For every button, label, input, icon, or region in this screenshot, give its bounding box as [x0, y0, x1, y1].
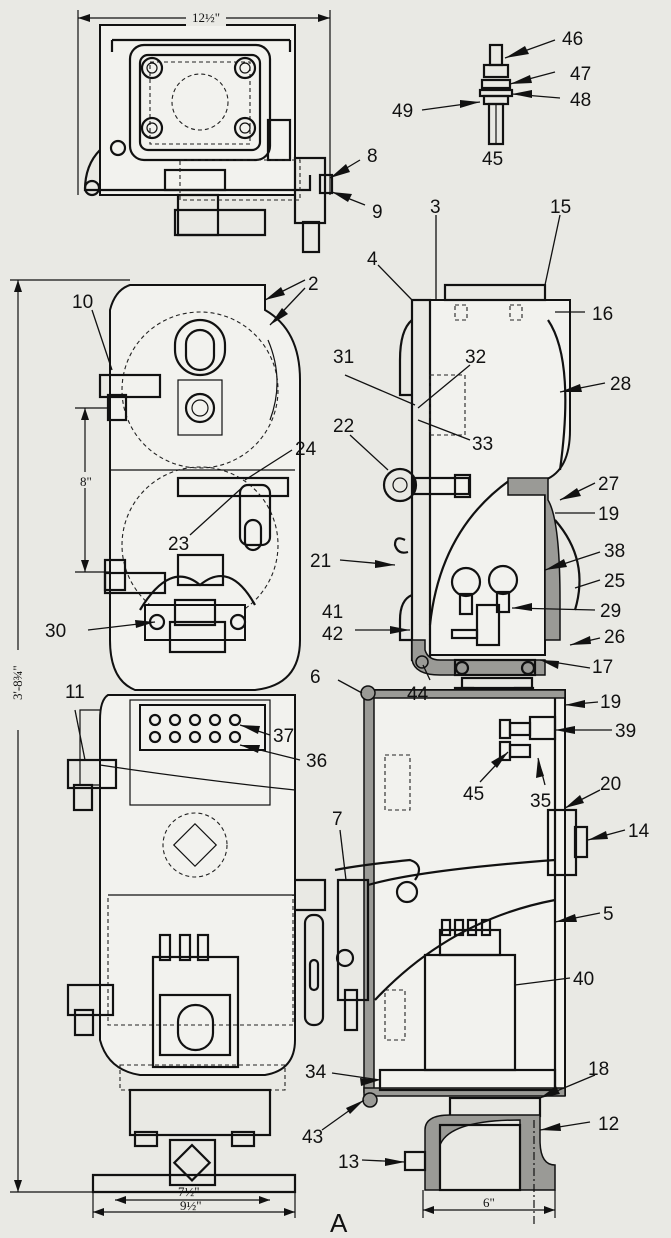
callout-27: 27 [598, 474, 619, 495]
callout-29: 29 [600, 601, 621, 622]
callout-2: 2 [308, 274, 319, 295]
dimension-base-seven: 7½" [178, 1184, 200, 1199]
callout-32: 32 [465, 347, 486, 368]
top-view [83, 24, 334, 254]
callout-3: 3 [430, 197, 441, 218]
callout-38: 38 [604, 541, 625, 562]
callout-11: 11 [65, 682, 85, 703]
callout-44: 44 [407, 684, 429, 705]
callout-42: 42 [322, 624, 343, 645]
side-base-dimension: 6" [422, 1190, 556, 1218]
callout-30: 30 [45, 621, 66, 642]
dimension-top-width: 12½" [192, 10, 220, 25]
callout-17: 17 [592, 657, 613, 678]
figure-label: A [330, 1208, 348, 1238]
callout-18: 18 [588, 1059, 609, 1080]
callout-22: 22 [333, 416, 354, 437]
callout-25: 25 [604, 571, 625, 592]
dimension-overall-height: 3'-8¾" [10, 665, 25, 700]
callout-31: 31 [333, 347, 354, 368]
callout-4: 4 [367, 249, 378, 270]
callout-48: 48 [570, 90, 591, 111]
callout-37: 37 [273, 726, 294, 747]
callout-39: 39 [615, 721, 636, 742]
dimension-side-base: 6" [483, 1195, 495, 1210]
terminal-block [148, 713, 242, 744]
callout-49: 49 [392, 101, 413, 122]
callout-21: 21 [310, 551, 331, 572]
callout-45-lower: 45 [463, 784, 484, 805]
base-dimensions: 7½" 9½" [92, 1184, 296, 1218]
callout-24: 24 [295, 439, 317, 460]
callout-47: 47 [570, 64, 591, 85]
callout-5: 5 [603, 904, 614, 925]
callout-10: 10 [72, 292, 93, 313]
callout-7: 7 [332, 809, 343, 830]
callout-45-top: 45 [482, 149, 503, 170]
eight-inch-dimension: 8" [75, 407, 110, 573]
callout-19-upper: 19 [598, 504, 619, 525]
callout-15: 15 [550, 197, 571, 218]
callout-26: 26 [604, 627, 625, 648]
terminal-bolt-detail [478, 43, 514, 146]
top-width-dimension: 12½" [77, 8, 331, 195]
callout-19-lower: 19 [600, 692, 621, 713]
callout-34: 34 [305, 1062, 327, 1083]
callout-28: 28 [610, 374, 631, 395]
dimension-eight: 8" [80, 474, 92, 489]
callout-33: 33 [472, 434, 493, 455]
front-view [66, 284, 327, 1194]
callout-43: 43 [302, 1127, 323, 1148]
callout-6: 6 [310, 667, 321, 688]
callout-40: 40 [573, 969, 594, 990]
overall-height-dimension: 3'-8¾" [4, 279, 130, 1193]
callout-46: 46 [562, 29, 583, 50]
callout-9: 9 [372, 202, 383, 223]
callout-leaders [74, 39, 626, 1166]
callout-13: 13 [338, 1152, 359, 1173]
side-view [334, 283, 589, 1225]
callout-12: 12 [598, 1114, 619, 1135]
callout-23: 23 [168, 534, 189, 555]
callout-41: 41 [322, 602, 343, 623]
dimension-base-nine: 9½" [180, 1198, 202, 1213]
callout-20: 20 [600, 774, 621, 795]
callout-8: 8 [367, 146, 378, 167]
callout-36: 36 [306, 751, 327, 772]
callout-14: 14 [628, 821, 650, 842]
callout-35: 35 [530, 791, 551, 812]
callout-16: 16 [592, 304, 613, 325]
callout-numbers: 46 47 48 49 45 8 9 3 15 4 16 2 10 31 32 … [45, 29, 650, 1173]
